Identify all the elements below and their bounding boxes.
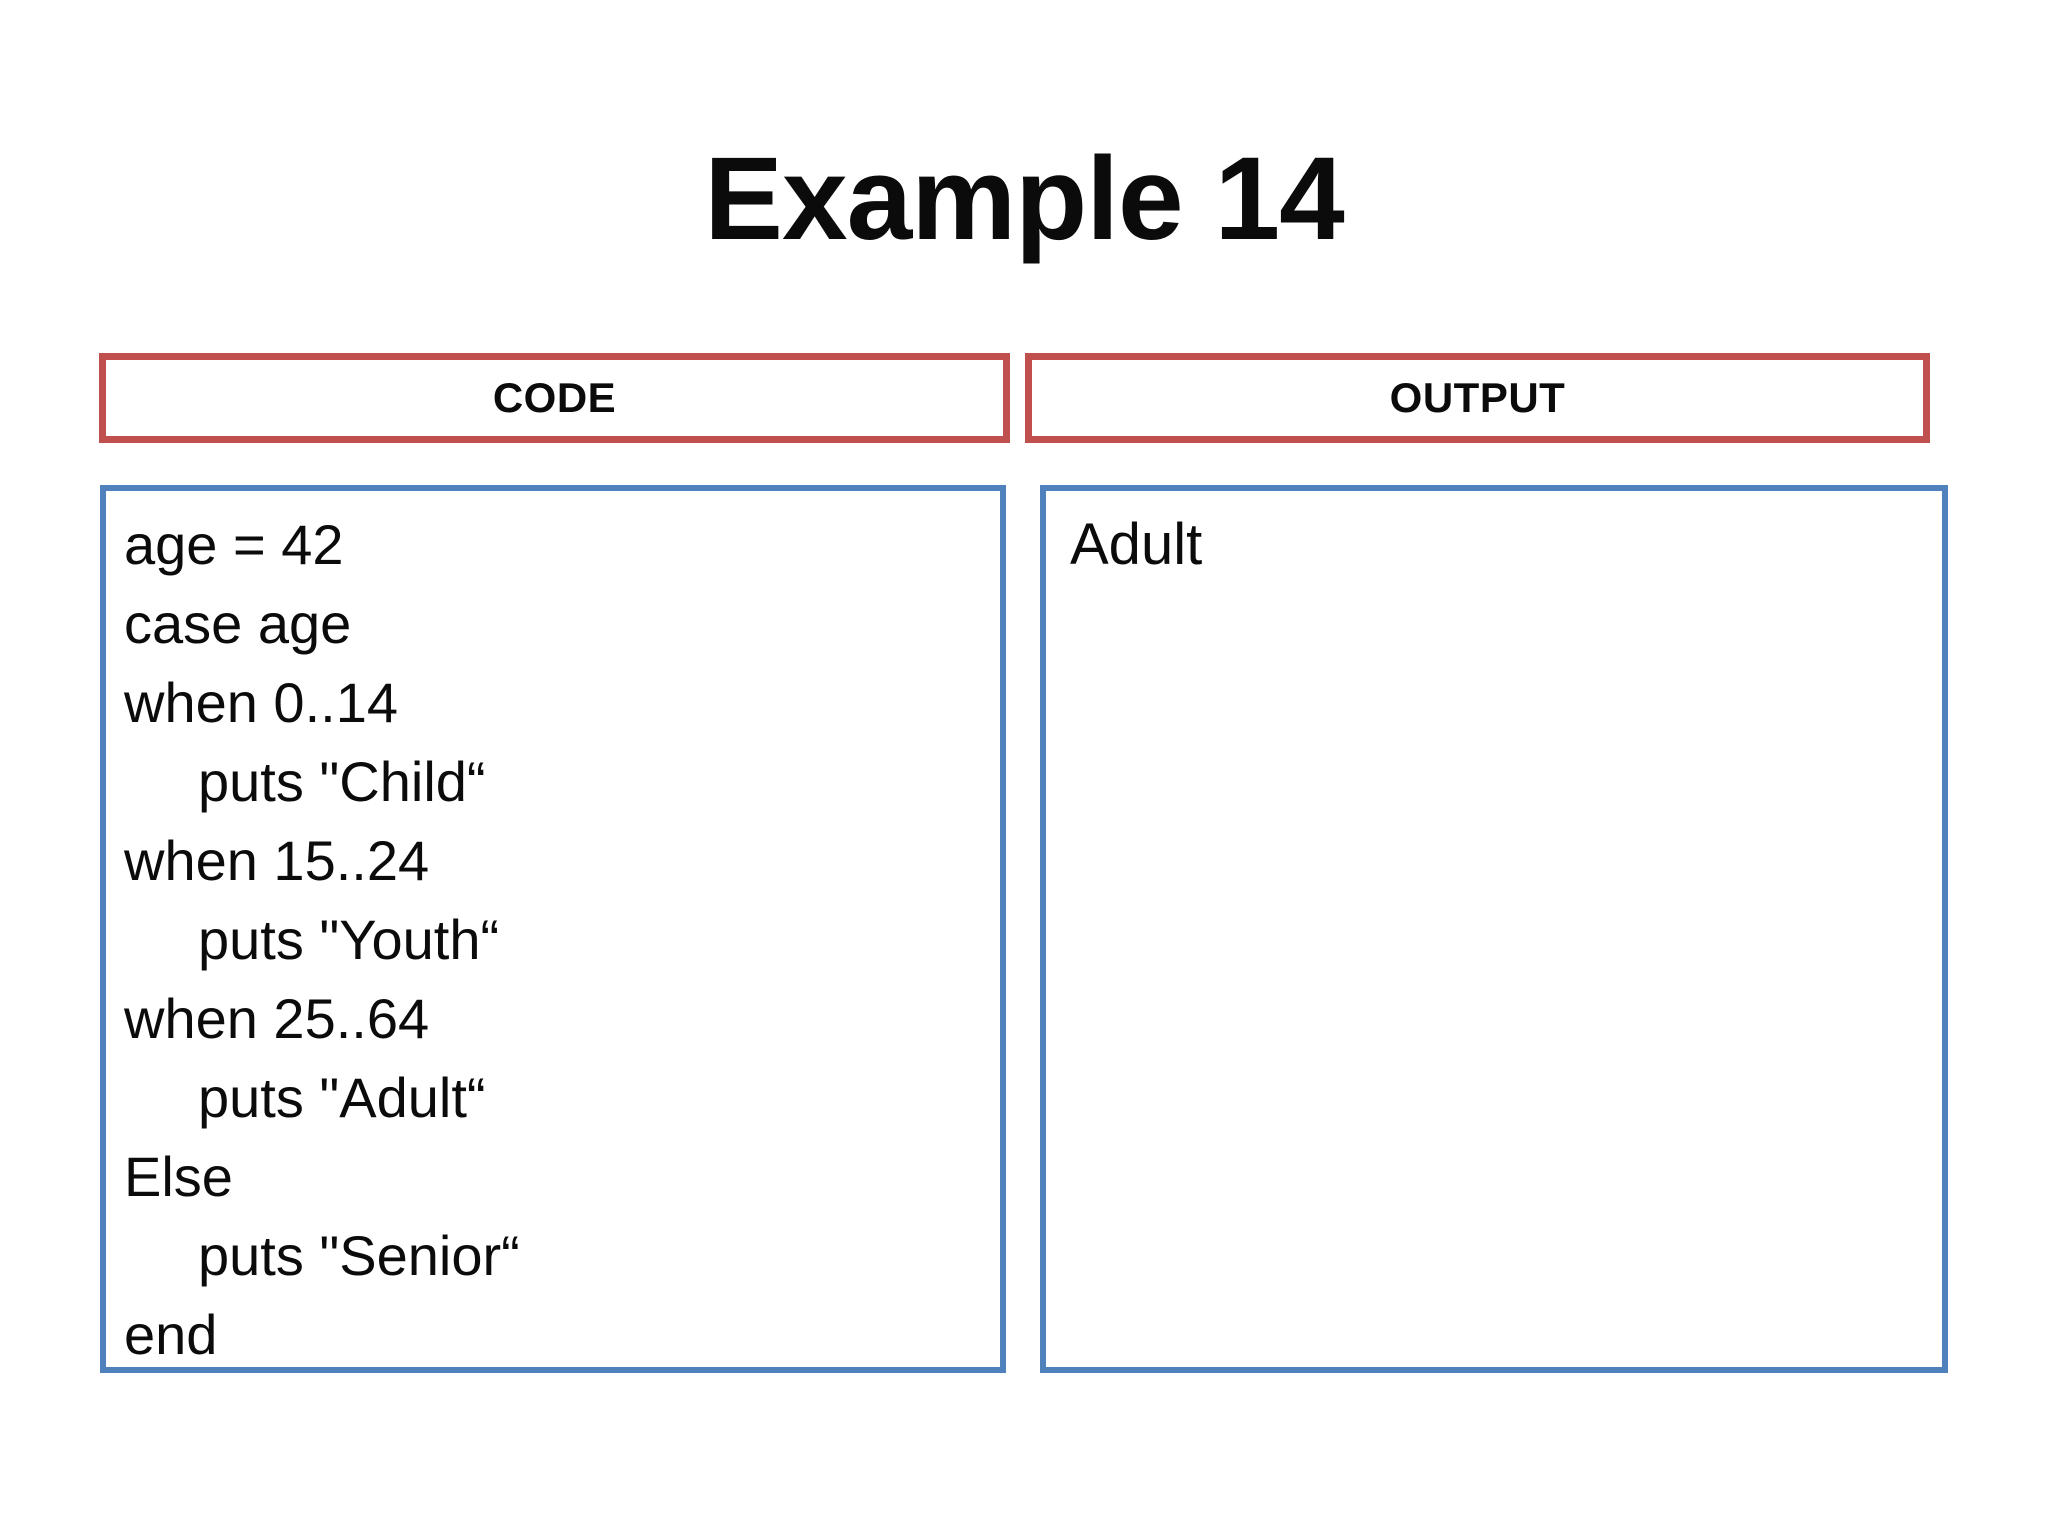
code-line: when 15..24 (124, 829, 430, 892)
output-header-label: OUTPUT (1389, 374, 1566, 421)
output-header-box: OUTPUT (1025, 353, 1930, 443)
output-body-box: Adult (1040, 485, 1948, 1373)
output-result-text: Adult (1070, 512, 1203, 577)
code-line: when 0..14 (124, 671, 398, 734)
slide-title: Example 14 (704, 133, 1344, 265)
code-header-label: CODE (492, 374, 617, 421)
code-header-box: CODE (99, 353, 1010, 443)
code-line: puts "Youth“ (198, 908, 500, 971)
code-line: age = 42 (124, 513, 344, 576)
code-body-box: age = 42 case age when 0..14 puts "Child“ wh… (100, 485, 1006, 1373)
code-line: puts "Child“ (198, 750, 486, 813)
code-line: puts "Senior“ (198, 1224, 520, 1287)
code-line: Else (124, 1145, 233, 1208)
code-line: case age (124, 592, 352, 655)
code-line: end (124, 1303, 218, 1366)
code-line: when 25..64 (124, 987, 430, 1050)
code-line: puts "Adult“ (198, 1066, 486, 1129)
